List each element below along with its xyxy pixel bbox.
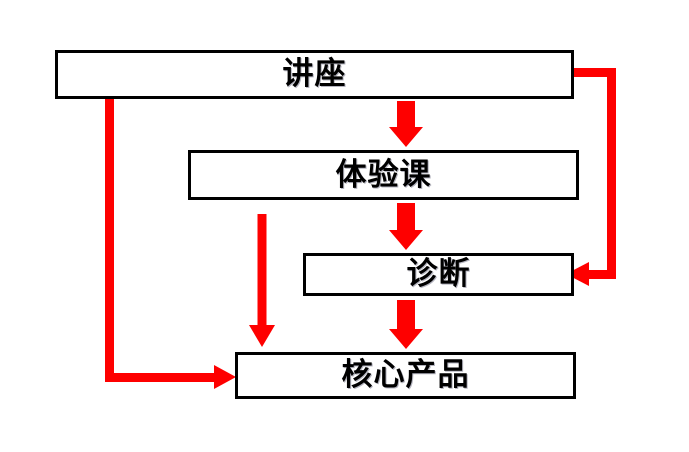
node-core[interactable]: 核心产品 bbox=[235, 352, 576, 399]
connector-lecture-to-core-arrow-head-icon bbox=[214, 365, 236, 389]
node-lecture-label: 讲座 bbox=[282, 56, 347, 92]
node-diagnosis[interactable]: 诊断 bbox=[303, 253, 574, 296]
connector-lecture-to-core-vertical-segment bbox=[105, 94, 114, 382]
connector-lecture-to-trial-arrow-icon bbox=[388, 101, 424, 147]
connector-lecture-to-diagnosis-bottom-segment bbox=[588, 270, 616, 279]
arrow-head bbox=[389, 230, 423, 250]
arrow-shaft bbox=[257, 214, 267, 327]
arrow-shaft bbox=[397, 101, 415, 127]
node-lecture[interactable]: 讲座 bbox=[55, 50, 574, 99]
connector-diagnosis-to-core-arrow-icon bbox=[388, 300, 424, 349]
arrow-head bbox=[249, 325, 275, 347]
connector-lecture-to-core-horizontal-segment bbox=[105, 373, 223, 382]
node-trial[interactable]: 体验课 bbox=[188, 150, 579, 200]
connector-lecture-to-diagnosis-vertical-segment bbox=[607, 68, 616, 274]
connector-lecture-to-diagnosis-top-segment bbox=[570, 68, 616, 77]
connector-trial-to-core-arrow-icon bbox=[249, 214, 275, 347]
node-trial-label: 体验课 bbox=[335, 156, 432, 193]
arrow-head bbox=[389, 127, 423, 147]
connector-trial-to-diagnosis-arrow-icon bbox=[388, 203, 424, 250]
arrow-shaft bbox=[397, 300, 415, 329]
node-diagnosis-label: 诊断 bbox=[406, 256, 471, 292]
arrow-shaft bbox=[397, 203, 415, 230]
arrow-head bbox=[389, 329, 423, 349]
node-core-label: 核心产品 bbox=[341, 357, 470, 393]
